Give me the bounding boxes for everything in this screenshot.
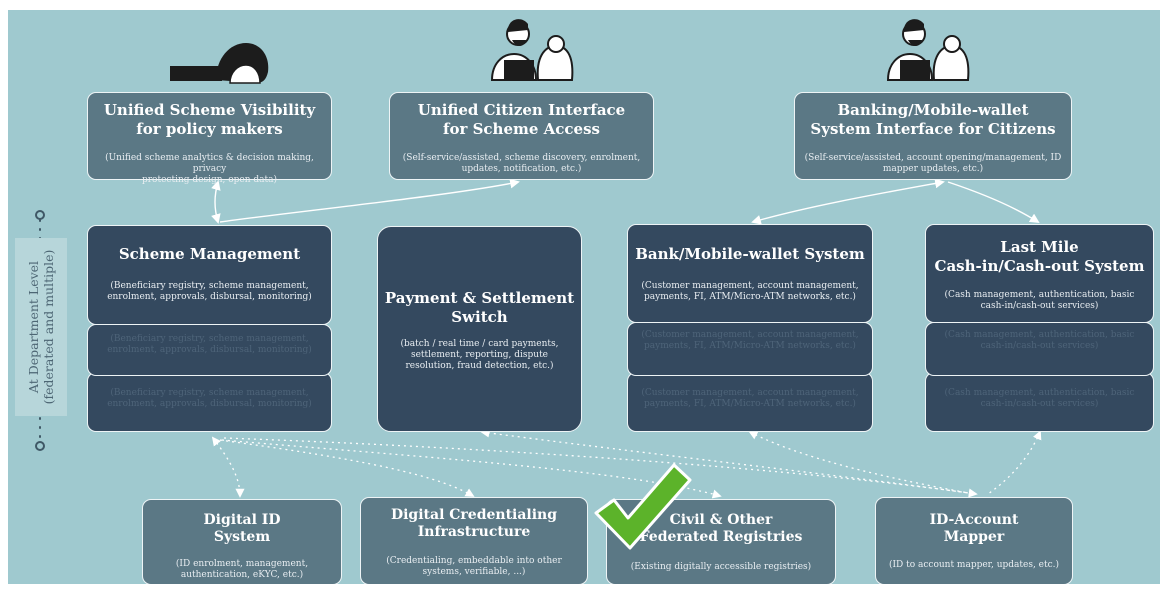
diagram-canvas: At Department Level (federated and multi… [8, 10, 1160, 584]
box-bank-mobile-wallet-system: Bank/Mobile-wallet System (Customer mana… [627, 224, 873, 323]
box-description: (Self-service/assisted, scheme discovery… [402, 153, 641, 174]
department-level-label: At Department Level (federated and multi… [15, 238, 67, 416]
connector-scheme-credentialing [219, 439, 475, 497]
connector-visibility-scheme [211, 180, 221, 224]
box-description-faded: (Beneficiary registry, scheme management… [107, 388, 312, 409]
box-description: (Unified scheme analytics & decision mak… [105, 153, 314, 185]
box-digital-credentialing: Digital Credentialing Infrastructure (Cr… [360, 497, 588, 584]
box-title: ID-Account Mapper [929, 512, 1019, 545]
box-title: Civil & Other Federated Registries [639, 512, 803, 545]
box-title: Last Mile Cash-in/Cash-out System [934, 238, 1145, 275]
connector-scheme-digitalid [211, 436, 245, 498]
person-laptop-illustration [170, 43, 269, 84]
box-unified-scheme-visibility: Unified Scheme Visibility for policy mak… [87, 92, 332, 185]
box-description: (ID enrolment, management, authenticatio… [175, 559, 309, 580]
connector-bankui-lastmile [947, 181, 1040, 224]
box-description: (Beneficiary registry, scheme management… [107, 281, 312, 302]
box-description: (batch / real time / card payments, sett… [400, 339, 559, 371]
box-title: Digital Credentialing Infrastructure [390, 507, 558, 540]
box-description: (ID to account mapper, updates, etc.) [888, 560, 1060, 570]
box-description-faded: (Beneficiary registry, scheme management… [107, 334, 312, 355]
box-description: (Customer management, account management… [641, 281, 859, 302]
connector-layer [35, 19, 1042, 499]
people-pair-illustration-left [490, 19, 574, 81]
connector-scheme-registries [221, 439, 722, 499]
scheme-management-stack-mid: (Beneficiary registry, scheme management… [87, 324, 332, 376]
box-description: (Self-service/assisted, account opening/… [804, 153, 1062, 174]
box-scheme-management: Scheme Management (Beneficiary registry,… [87, 225, 332, 325]
scheme-management-stack-back: (Beneficiary registry, scheme management… [87, 372, 332, 432]
box-title: Digital ID System [203, 512, 281, 545]
bank-system-stack-back: (Customer management, account management… [627, 372, 873, 432]
box-title: Payment & Settlement Switch [384, 289, 575, 326]
box-title: Unified Citizen Interface for Scheme Acc… [417, 101, 626, 138]
people-pair-illustration-right [886, 19, 970, 81]
box-title: Scheme Management [118, 245, 301, 263]
box-unified-citizen-interface: Unified Citizen Interface for Scheme Acc… [389, 92, 654, 180]
box-description-faded: (Customer management, account management… [641, 330, 859, 351]
department-level-text: At Department Level (federated and multi… [26, 249, 56, 405]
connector-lastmile-idmapper [987, 430, 1042, 495]
box-description: (Cash management, authentication, basic … [944, 290, 1135, 311]
connector-scheme-idmapper [223, 437, 978, 498]
box-title: Banking/Mobile-wallet System Interface f… [810, 101, 1056, 138]
box-digital-id-system: Digital ID System (ID enrolment, managem… [142, 499, 342, 584]
box-banking-system-interface: Banking/Mobile-wallet System Interface f… [794, 92, 1072, 180]
bank-system-stack-mid: (Customer management, account management… [627, 322, 873, 376]
box-description: (Existing digitally accessible registrie… [630, 562, 812, 572]
last-mile-stack-back: (Cash management, authentication, basic … [925, 372, 1154, 432]
connector-bankui-bank [751, 178, 945, 225]
solid-connectors [211, 178, 1040, 225]
box-title: Bank/Mobile-wallet System [635, 245, 865, 263]
box-description-faded: (Cash management, authentication, basic … [944, 330, 1135, 351]
box-description-faded: (Cash management, authentication, basic … [944, 388, 1135, 409]
box-id-account-mapper: ID-Account Mapper (ID to account mapper,… [875, 497, 1073, 584]
connector-scheme-citizen [219, 178, 520, 223]
dotted-connectors [211, 428, 1042, 499]
last-mile-stack-mid: (Cash management, authentication, basic … [925, 322, 1154, 376]
box-description-faded: (Customer management, account management… [641, 388, 859, 409]
box-civil-federated-registries: Civil & Other Federated Registries (Exis… [606, 499, 836, 584]
connector-bank-idmapper [748, 431, 975, 495]
box-description: (Credentialing, embeddable into other sy… [386, 556, 562, 577]
box-title: Unified Scheme Visibility for policy mak… [103, 101, 316, 138]
box-last-mile-cash-system: Last Mile Cash-in/Cash-out System (Cash … [925, 224, 1154, 323]
box-payment-settlement-switch: Payment & Settlement Switch (batch / rea… [377, 226, 582, 432]
